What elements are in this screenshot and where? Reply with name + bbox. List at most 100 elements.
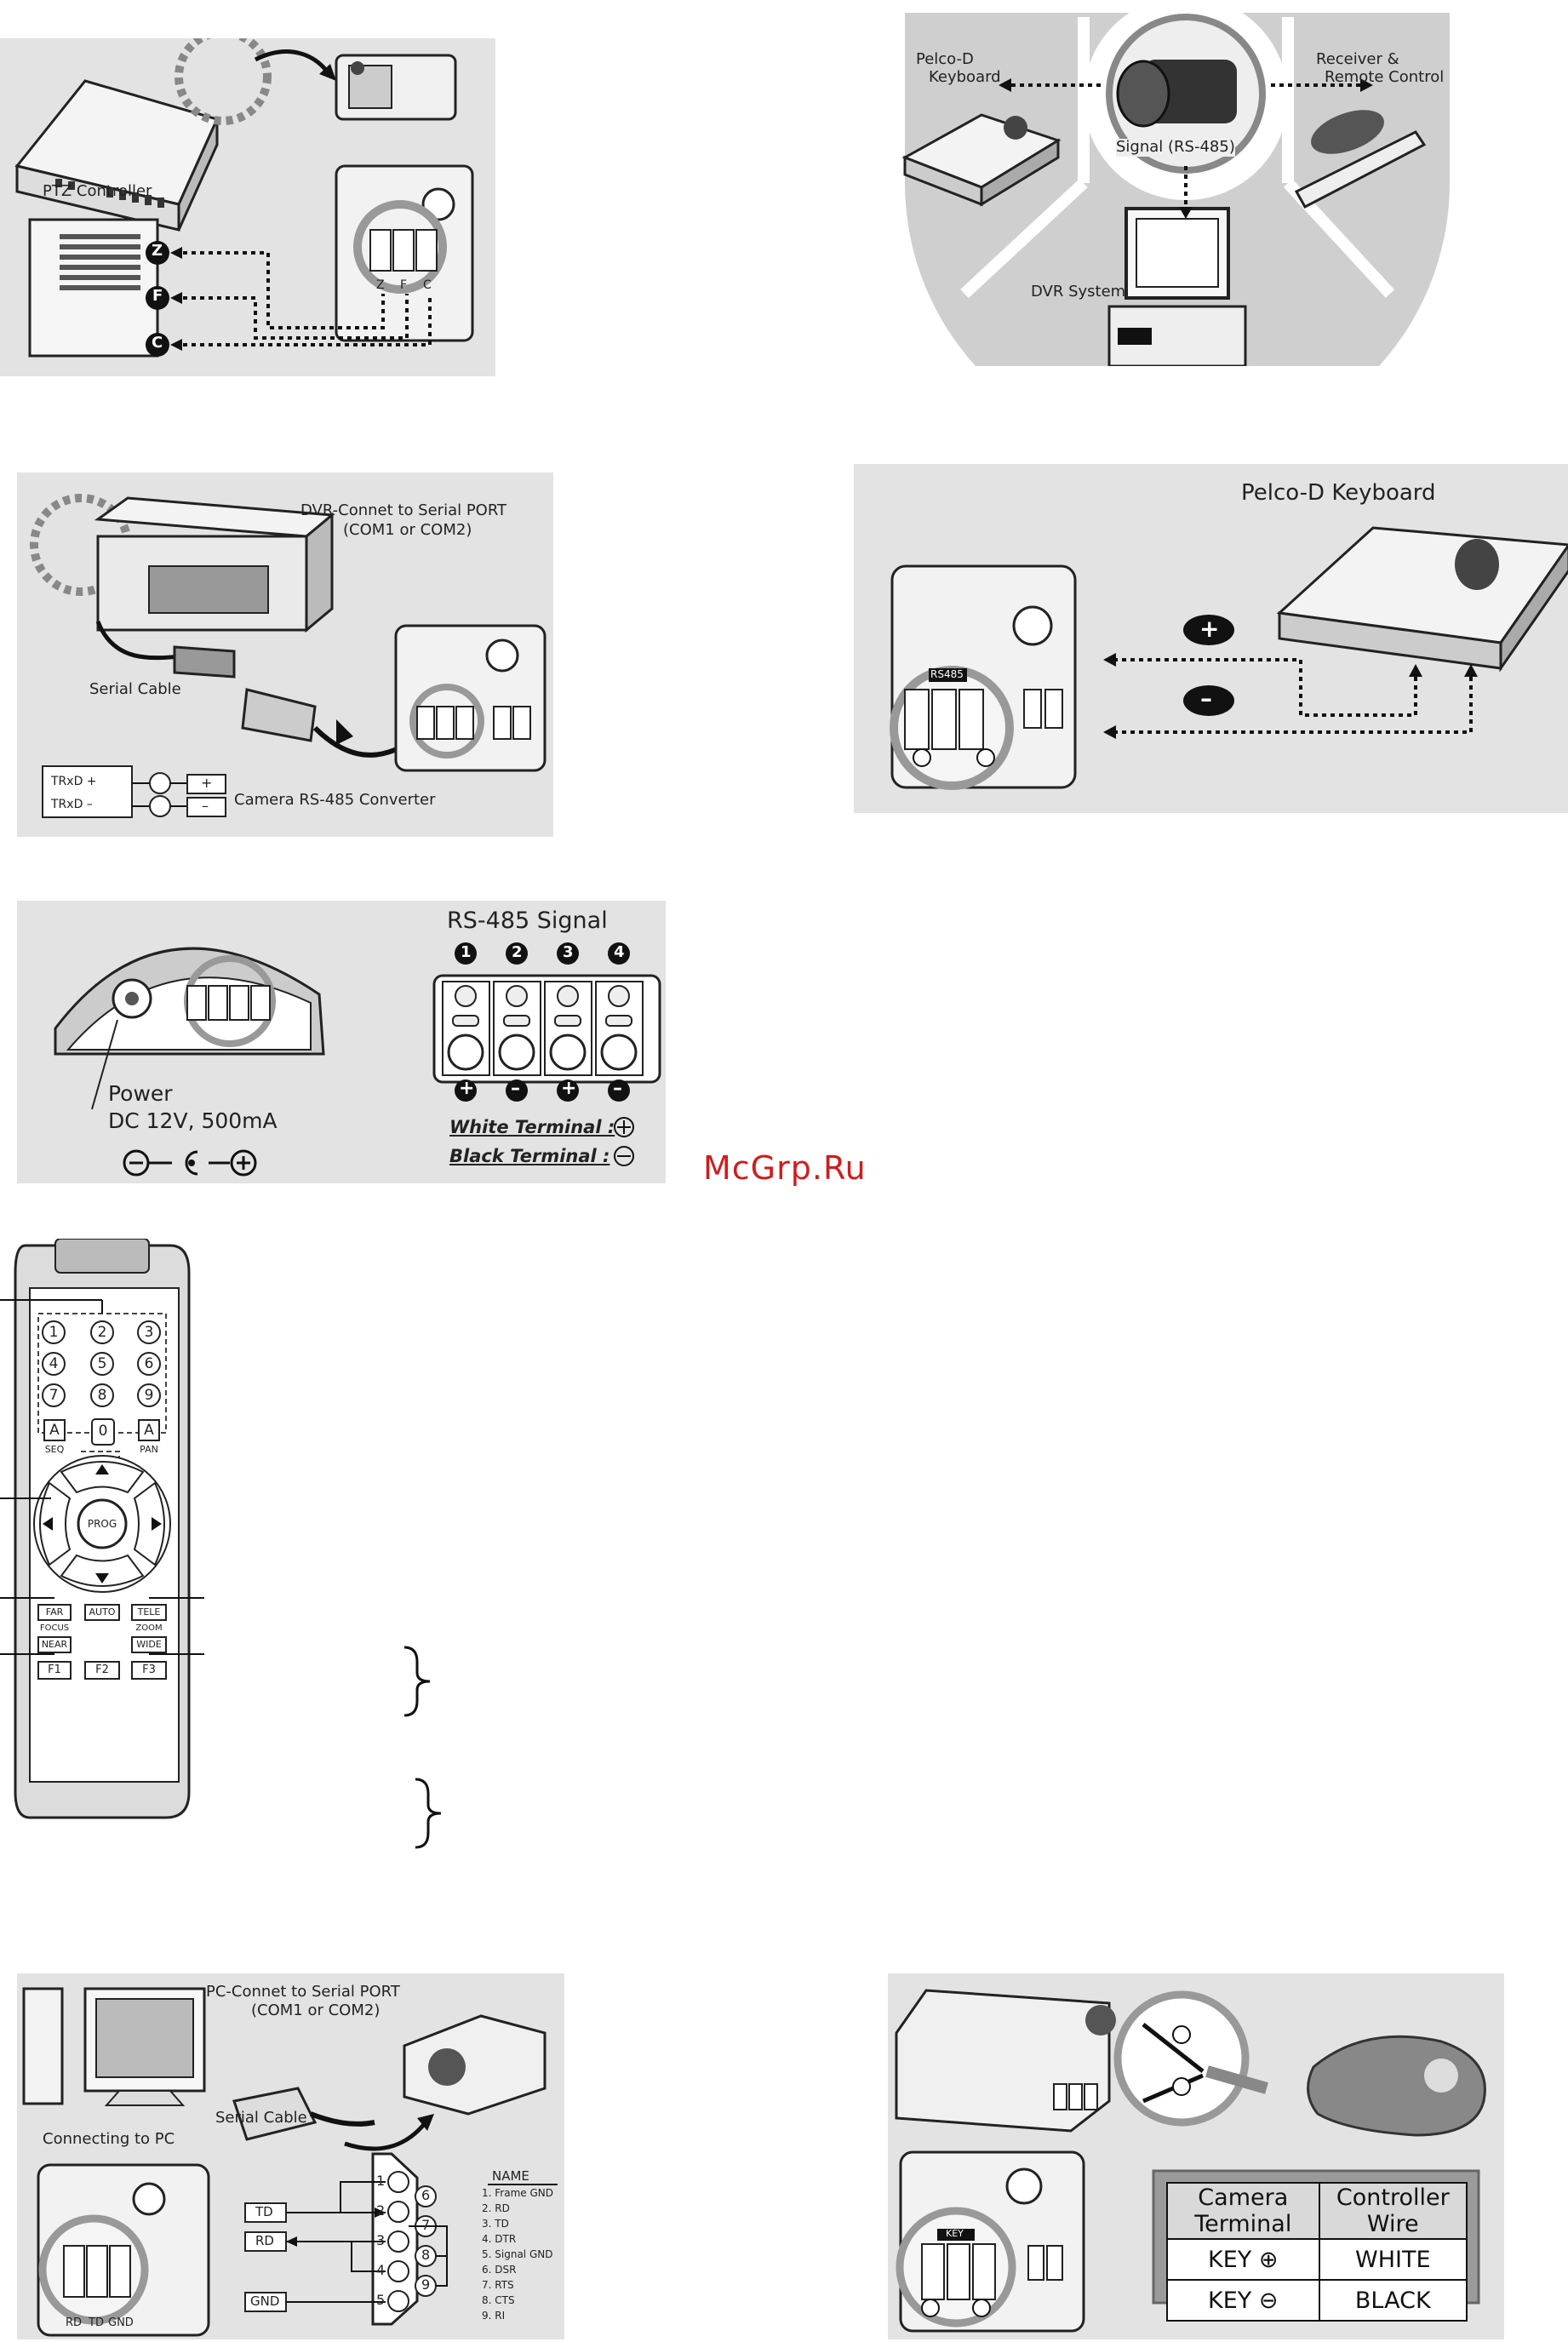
gnd-box-label: GND [250, 2293, 280, 2309]
camera-terminal-c: C [423, 278, 432, 292]
pc-serial-cable-label: Serial Cable [215, 2109, 307, 2127]
remote-digit-6: 6 [144, 1355, 154, 1372]
remote-prog-button: PROG [87, 1518, 117, 1530]
white-wire-cell: WHITE [1318, 2238, 1468, 2281]
brace-1 [403, 1646, 431, 1717]
serial-cable-label: Serial Cable [89, 680, 181, 698]
terminal-number-3: 3 [563, 943, 574, 961]
db9-pin-6: 6 [421, 2187, 431, 2203]
pin-name-2: 2. RD [482, 2202, 510, 2214]
power-spec: DC 12V, 500mA [108, 1108, 278, 1133]
ptz-terminal-f: F [152, 287, 163, 305]
txd-minus-label: TRxD – [51, 798, 93, 811]
terminal-number-2: 2 [512, 943, 523, 961]
db9-pin-8: 8 [421, 2247, 431, 2263]
key-table-row: KEY ⊕ WHITE [1166, 2238, 1468, 2281]
white-terminal-label: White Terminal : [449, 1117, 615, 1137]
remote-a-left: A [49, 1422, 60, 1439]
td-box-label: TD [255, 2204, 273, 2219]
ptz-terminal-z: Z [152, 242, 163, 260]
pin-name-8: 8. CTS [482, 2294, 515, 2306]
ptz-controller-panel: PTZ Controller Z F C Z F C [0, 38, 495, 376]
remote-control-panel: 1 2 3 4 5 6 7 8 9 0 A A SEQ PAN PROG FAR… [0, 1239, 204, 1826]
dvr-system-label: DVR System [1031, 283, 1126, 301]
header-controller-wire: Controller Wire [1318, 2182, 1468, 2240]
rd-box-label: RD [255, 2233, 274, 2248]
remote-digit-9: 9 [144, 1387, 154, 1404]
remote-pan-label: PAN [140, 1444, 158, 1455]
terminal-label-td: TD [89, 2316, 104, 2329]
receiver-label-1: Receiver & [1316, 50, 1399, 68]
signal-rs485-label: Signal (RS-485) [1116, 138, 1235, 157]
power-label: Power [108, 1081, 173, 1106]
remote-wide-button: WIDE [136, 1639, 162, 1650]
key-wiring-panel: Camera Terminal Controller Wire KEY ⊕ WH… [888, 1973, 1504, 2339]
pelco-keyboard-title: Pelco-D Keyboard [1241, 480, 1436, 506]
db9-pin-7: 7 [421, 2217, 431, 2233]
plus-badge: + [1199, 615, 1220, 643]
remote-digit-5: 5 [97, 1355, 107, 1372]
ptz-controller-label: PTZ Controller [43, 182, 152, 200]
camera-terminal-f: F [400, 278, 408, 292]
minus-badge: – [1200, 684, 1212, 713]
remote-tele-button: TELE [137, 1606, 161, 1618]
pin-name-4: 4. DTR [482, 2233, 517, 2245]
terminal-number-1: 1 [461, 943, 472, 961]
converter-minus: – [202, 798, 209, 814]
pelco-keyboard-illustration [854, 464, 1568, 813]
polarity-1: + [459, 1078, 475, 1099]
polarity-4: – [613, 1078, 622, 1099]
key-tag: KEY [946, 2228, 964, 2239]
header-camera-terminal: Camera Terminal [1166, 2182, 1320, 2240]
pc-connect-label-2: (COM1 or COM2) [251, 2001, 381, 2019]
remote-zoom-label: ZOOM [135, 1623, 163, 1633]
remote-digit-1: 1 [49, 1324, 59, 1341]
key-table-header: Camera Terminal Controller Wire [1166, 2182, 1468, 2240]
pelco-keyboard-label-2: Keyboard [929, 68, 1001, 86]
watermark: McGrp.Ru [703, 1149, 867, 1187]
remote-f1-button: F1 [48, 1663, 61, 1676]
pin-name-header: NAME [492, 2168, 529, 2184]
camera-terminal-z: Z [376, 278, 385, 292]
db9-pin-5: 5 [376, 2292, 386, 2308]
key-table-row: KEY ⊖ BLACK [1166, 2279, 1468, 2322]
pc-connection-illustration [17, 1973, 564, 2339]
remote-f2-button: F2 [95, 1663, 109, 1676]
db9-pin-1: 1 [376, 2173, 386, 2189]
rs485-tag: RS485 [930, 668, 964, 680]
remote-control-illustration [0, 1239, 204, 1819]
db9-pin-2: 2 [376, 2202, 386, 2219]
terminal-label-rd: RD [66, 2316, 83, 2329]
pc-connect-label-1: PC-Connet to Serial PORT [206, 1983, 400, 2001]
remote-far-button: FAR [45, 1606, 64, 1618]
rs485-signal-panel: Power DC 12V, 500mA RS-485 Signal 1 2 3 … [17, 901, 666, 1183]
pelco-keyboard-panel: Pelco-D Keyboard + – RS485 [854, 464, 1568, 813]
pin-name-1: 1. Frame GND [482, 2187, 553, 2199]
pin-name-6: 6. DSR [482, 2264, 517, 2276]
rs485-signal-illustration [17, 901, 666, 1183]
dvr-connect-label-1: DVR-Connet to Serial PORT [300, 501, 507, 519]
receiver-label-2: Remote Control [1325, 68, 1445, 86]
remote-digit-4: 4 [49, 1355, 59, 1372]
remote-seq-label: SEQ [44, 1444, 65, 1455]
black-wire-cell: BLACK [1318, 2279, 1468, 2322]
rs485-signal-title: RS-485 Signal [447, 908, 608, 934]
remote-near-button: NEAR [41, 1639, 68, 1650]
dvr-connect-label-2: (COM1 or COM2) [343, 521, 472, 539]
db9-pin-4: 4 [376, 2262, 386, 2278]
key-minus-cell: KEY ⊖ [1166, 2279, 1320, 2322]
pin-name-7: 7. RTS [482, 2279, 514, 2291]
db9-pin-9: 9 [421, 2276, 431, 2293]
remote-a-right: A [144, 1422, 154, 1439]
polarity-3: + [561, 1078, 577, 1099]
db9-pin-3: 3 [376, 2232, 386, 2248]
remote-digit-2: 2 [97, 1324, 107, 1341]
pin-name-3: 3. TD [482, 2218, 509, 2230]
ptz-wiring-illustration [0, 38, 495, 376]
ptz-terminal-c: C [152, 334, 163, 352]
terminal-number-4: 4 [614, 943, 625, 961]
remote-digit-3: 3 [144, 1324, 154, 1341]
pin-name-5: 5. Signal GND [482, 2248, 553, 2260]
polarity-2: – [511, 1078, 520, 1099]
dvr-connection-illustration [17, 472, 553, 837]
